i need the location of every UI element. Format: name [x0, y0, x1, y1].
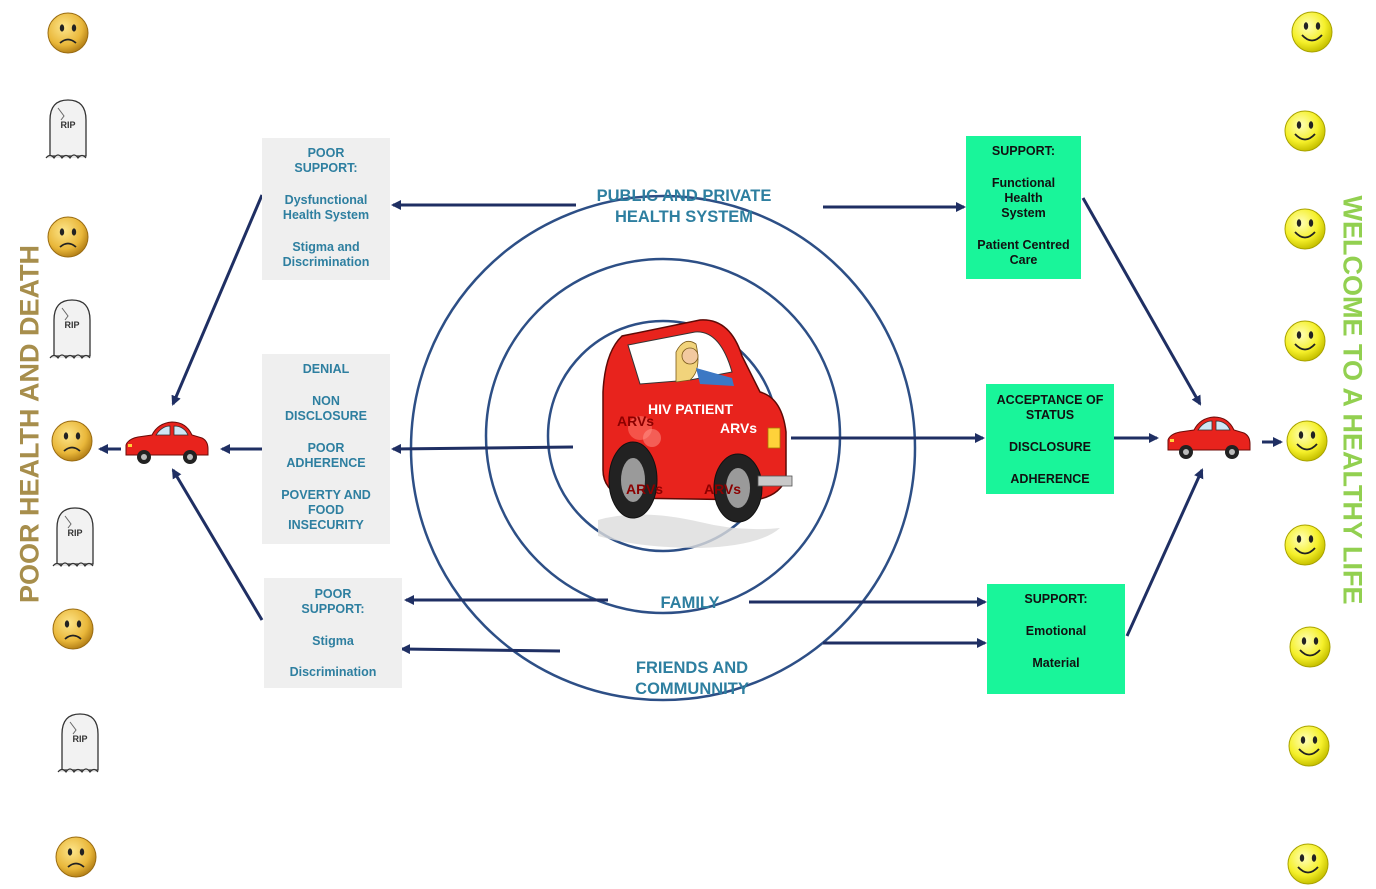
- ring-label-friends: FRIENDS AND COMMUNNITY: [635, 659, 749, 698]
- right-icon-column: [1284, 11, 1333, 885]
- smiley-face-icon: [1289, 626, 1331, 668]
- right-car-icon: [1167, 416, 1251, 460]
- box-item: ADHERENCE: [1010, 472, 1090, 486]
- arrows: [98, 194, 1283, 655]
- box-item: DENIAL: [302, 362, 350, 376]
- left-title: POOR HEALTH AND DEATH: [14, 245, 45, 603]
- arv-label: ARVs: [704, 481, 742, 497]
- smiley-face-icon: [1286, 420, 1328, 462]
- box-item: POOR ADHERENCE: [286, 441, 366, 470]
- arv-label: ARVs: [720, 420, 758, 436]
- ring-label-health-system: PUBLIC AND PRIVATE HEALTH SYSTEM: [596, 187, 772, 226]
- sad-face-icon: [55, 836, 97, 878]
- rip-text: RIP: [67, 528, 82, 538]
- sad-face-icon: [52, 608, 94, 650]
- arrow-left-bottom-diagonal: [171, 468, 264, 621]
- middle-ring: [484, 257, 842, 615]
- poor-support-family-box: POOR SUPPORT: Stigma Discrimination: [264, 578, 402, 688]
- box-heading: SUPPORT:: [1024, 592, 1088, 606]
- sad-face-icon: [47, 12, 89, 54]
- smiley-face-icon: [1288, 725, 1330, 767]
- box-item: Patient Centred Care: [977, 238, 1070, 267]
- box-item: POVERTY AND FOOD INSECURITY: [281, 488, 371, 532]
- box-item: NON DISCLOSURE: [285, 394, 367, 423]
- box-heading: POOR SUPPORT:: [301, 587, 365, 616]
- box-item: Stigma and Discrimination: [282, 240, 370, 269]
- smiley-face-icon: [1287, 843, 1329, 885]
- arrow-friends-to-poor-support: [400, 644, 561, 655]
- support-family-box: SUPPORT: Emotional Material: [987, 584, 1125, 694]
- arrow-right-top-diagonal: [1081, 197, 1202, 406]
- left-icon-column: [45, 12, 99, 878]
- enablers-box: ACCEPTANCE OF STATUS DISCLOSURE ADHERENC…: [986, 384, 1114, 494]
- hiv-patient-label: HIV PATIENT: [648, 401, 734, 417]
- arrow-patient-to-denial: [391, 443, 574, 454]
- smiley-face-icon: [1284, 208, 1326, 250]
- box-item: ACCEPTANCE OF STATUS: [996, 393, 1104, 422]
- arv-label: ARVs: [626, 481, 664, 497]
- smiley-face-icon: [1284, 110, 1326, 152]
- box-item: Stigma: [312, 634, 354, 648]
- poor-support-health-box: POOR SUPPORT: Dysfunctional Health Syste…: [262, 138, 390, 280]
- arrow-left-top-diagonal: [171, 194, 264, 406]
- box-heading: POOR SUPPORT:: [294, 146, 358, 175]
- arrow-right-bottom-diagonal: [1125, 468, 1204, 637]
- smiley-face-icon: [1291, 11, 1333, 53]
- rip-text: RIP: [60, 120, 75, 130]
- smiley-face-icon: [1284, 320, 1326, 362]
- sad-face-icon: [47, 216, 89, 258]
- box-item: Emotional: [1025, 624, 1087, 638]
- smiley-face-icon: [1284, 524, 1326, 566]
- box-item: Material: [1032, 656, 1080, 670]
- box-item: DISCLOSURE: [1009, 440, 1091, 454]
- ring-label-family: FAMILY: [660, 594, 720, 612]
- right-title: WELCOME TO A HEALTHY LIFE: [1337, 195, 1368, 605]
- box-item: Dysfunctional Health System: [282, 193, 370, 222]
- left-car-icon: [125, 421, 209, 465]
- barriers-box: DENIAL NON DISCLOSURE POOR ADHERENCE POV…: [262, 354, 390, 544]
- rip-text: RIP: [64, 320, 79, 330]
- support-health-box: SUPPORT: Functional Health System Patien…: [966, 136, 1081, 279]
- hiv-patient-car-illustration: [598, 319, 793, 548]
- box-item: Functional Health System: [991, 176, 1056, 220]
- box-item: Discrimination: [289, 665, 377, 679]
- rip-text: RIP: [72, 734, 87, 744]
- box-heading: SUPPORT:: [991, 144, 1056, 158]
- tombstone-labels: RIP RIP RIP RIP: [60, 120, 87, 744]
- sad-face-icon: [51, 420, 93, 462]
- arv-label: ARVs: [617, 413, 655, 429]
